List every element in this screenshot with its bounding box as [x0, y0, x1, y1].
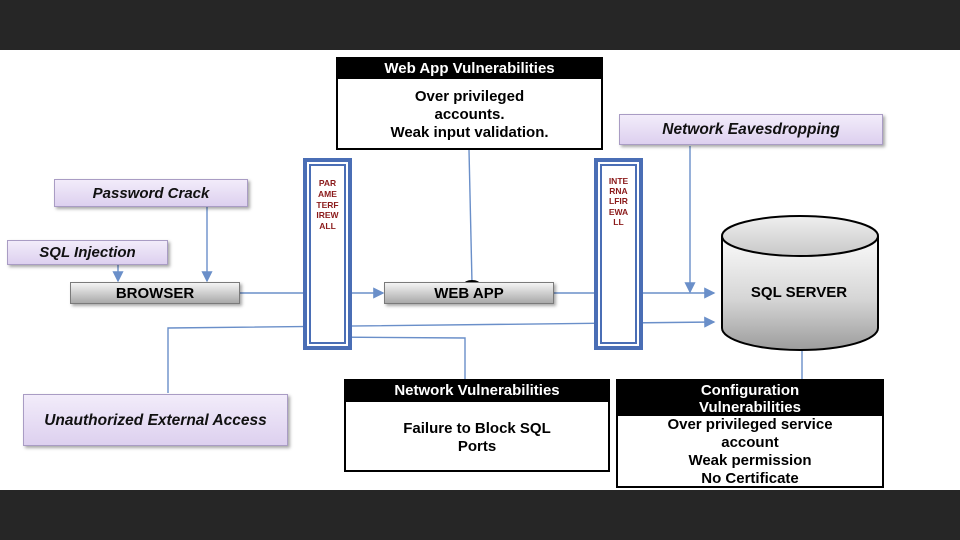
config-vuln-title-line-2: Vulnerabilities	[699, 399, 801, 416]
internal-firewall: INTERNALFIREWALL	[594, 158, 643, 350]
config-vuln-line-4: No Certificate	[701, 470, 799, 487]
config-vuln-line-1: Over privileged service	[667, 416, 833, 433]
network-vuln-callout-line	[318, 336, 466, 380]
network-vulnerabilities-title: Network Vulnerabilities	[346, 381, 608, 402]
sql-server-label: SQL SERVER	[750, 284, 848, 301]
password-crack-tag: Password Crack	[54, 179, 248, 207]
config-vuln-title-line-1: Configuration	[700, 382, 800, 399]
sql-injection-tag: SQL Injection	[7, 240, 168, 265]
network-vulnerabilities-panel: Network Vulnerabilities Failure to Block…	[344, 379, 610, 472]
network-eavesdropping-tag: Network Eavesdropping	[619, 114, 883, 145]
web-app-label: WEB APP	[434, 284, 504, 302]
unauthorized-access-label: Unauthorized External Access	[44, 411, 267, 429]
web-app-vulnerabilities-panel: Web App Vulnerabilities Over privileged …	[336, 57, 603, 150]
config-vuln-line-3: Weak permission	[688, 452, 812, 469]
web-app-vuln-line-3: Weak input validation.	[390, 124, 549, 141]
network-vuln-line-1: Failure to Block SQL	[403, 420, 551, 437]
internal-firewall-label: INTERNALFIREWALL	[608, 176, 629, 227]
unauthorized-access-arrow	[167, 316, 716, 393]
password-crack-label: Password Crack	[92, 184, 210, 202]
config-vuln-line-2: account	[721, 434, 779, 451]
parameter-firewall: PARAMETERFIREWALL	[303, 158, 352, 350]
web-app-node: WEB APP	[384, 282, 554, 304]
network-vuln-line-2: Ports	[457, 438, 497, 455]
web-app-vuln-line-1: Over privileged	[414, 88, 525, 105]
browser-node: BROWSER	[70, 282, 240, 304]
network-eavesdropping-label: Network Eavesdropping	[662, 121, 840, 138]
browser-label: BROWSER	[115, 284, 195, 302]
configuration-vulnerabilities-panel: Configuration Vulnerabilities Over privi…	[616, 379, 884, 488]
web-app-vuln-line-2: accounts.	[434, 106, 505, 123]
unauthorized-access-tag: Unauthorized External Access	[23, 394, 288, 446]
sql-server-cylinder	[721, 215, 879, 351]
configuration-vulnerabilities-title: Configuration Vulnerabilities	[618, 381, 882, 416]
sql-injection-label: SQL Injection	[39, 244, 136, 261]
parameter-firewall-label: PARAMETERFIREWALL	[316, 178, 339, 232]
web-app-vulnerabilities-title: Web App Vulnerabilities	[338, 59, 601, 79]
webapp-vuln-callout-line	[468, 149, 473, 284]
